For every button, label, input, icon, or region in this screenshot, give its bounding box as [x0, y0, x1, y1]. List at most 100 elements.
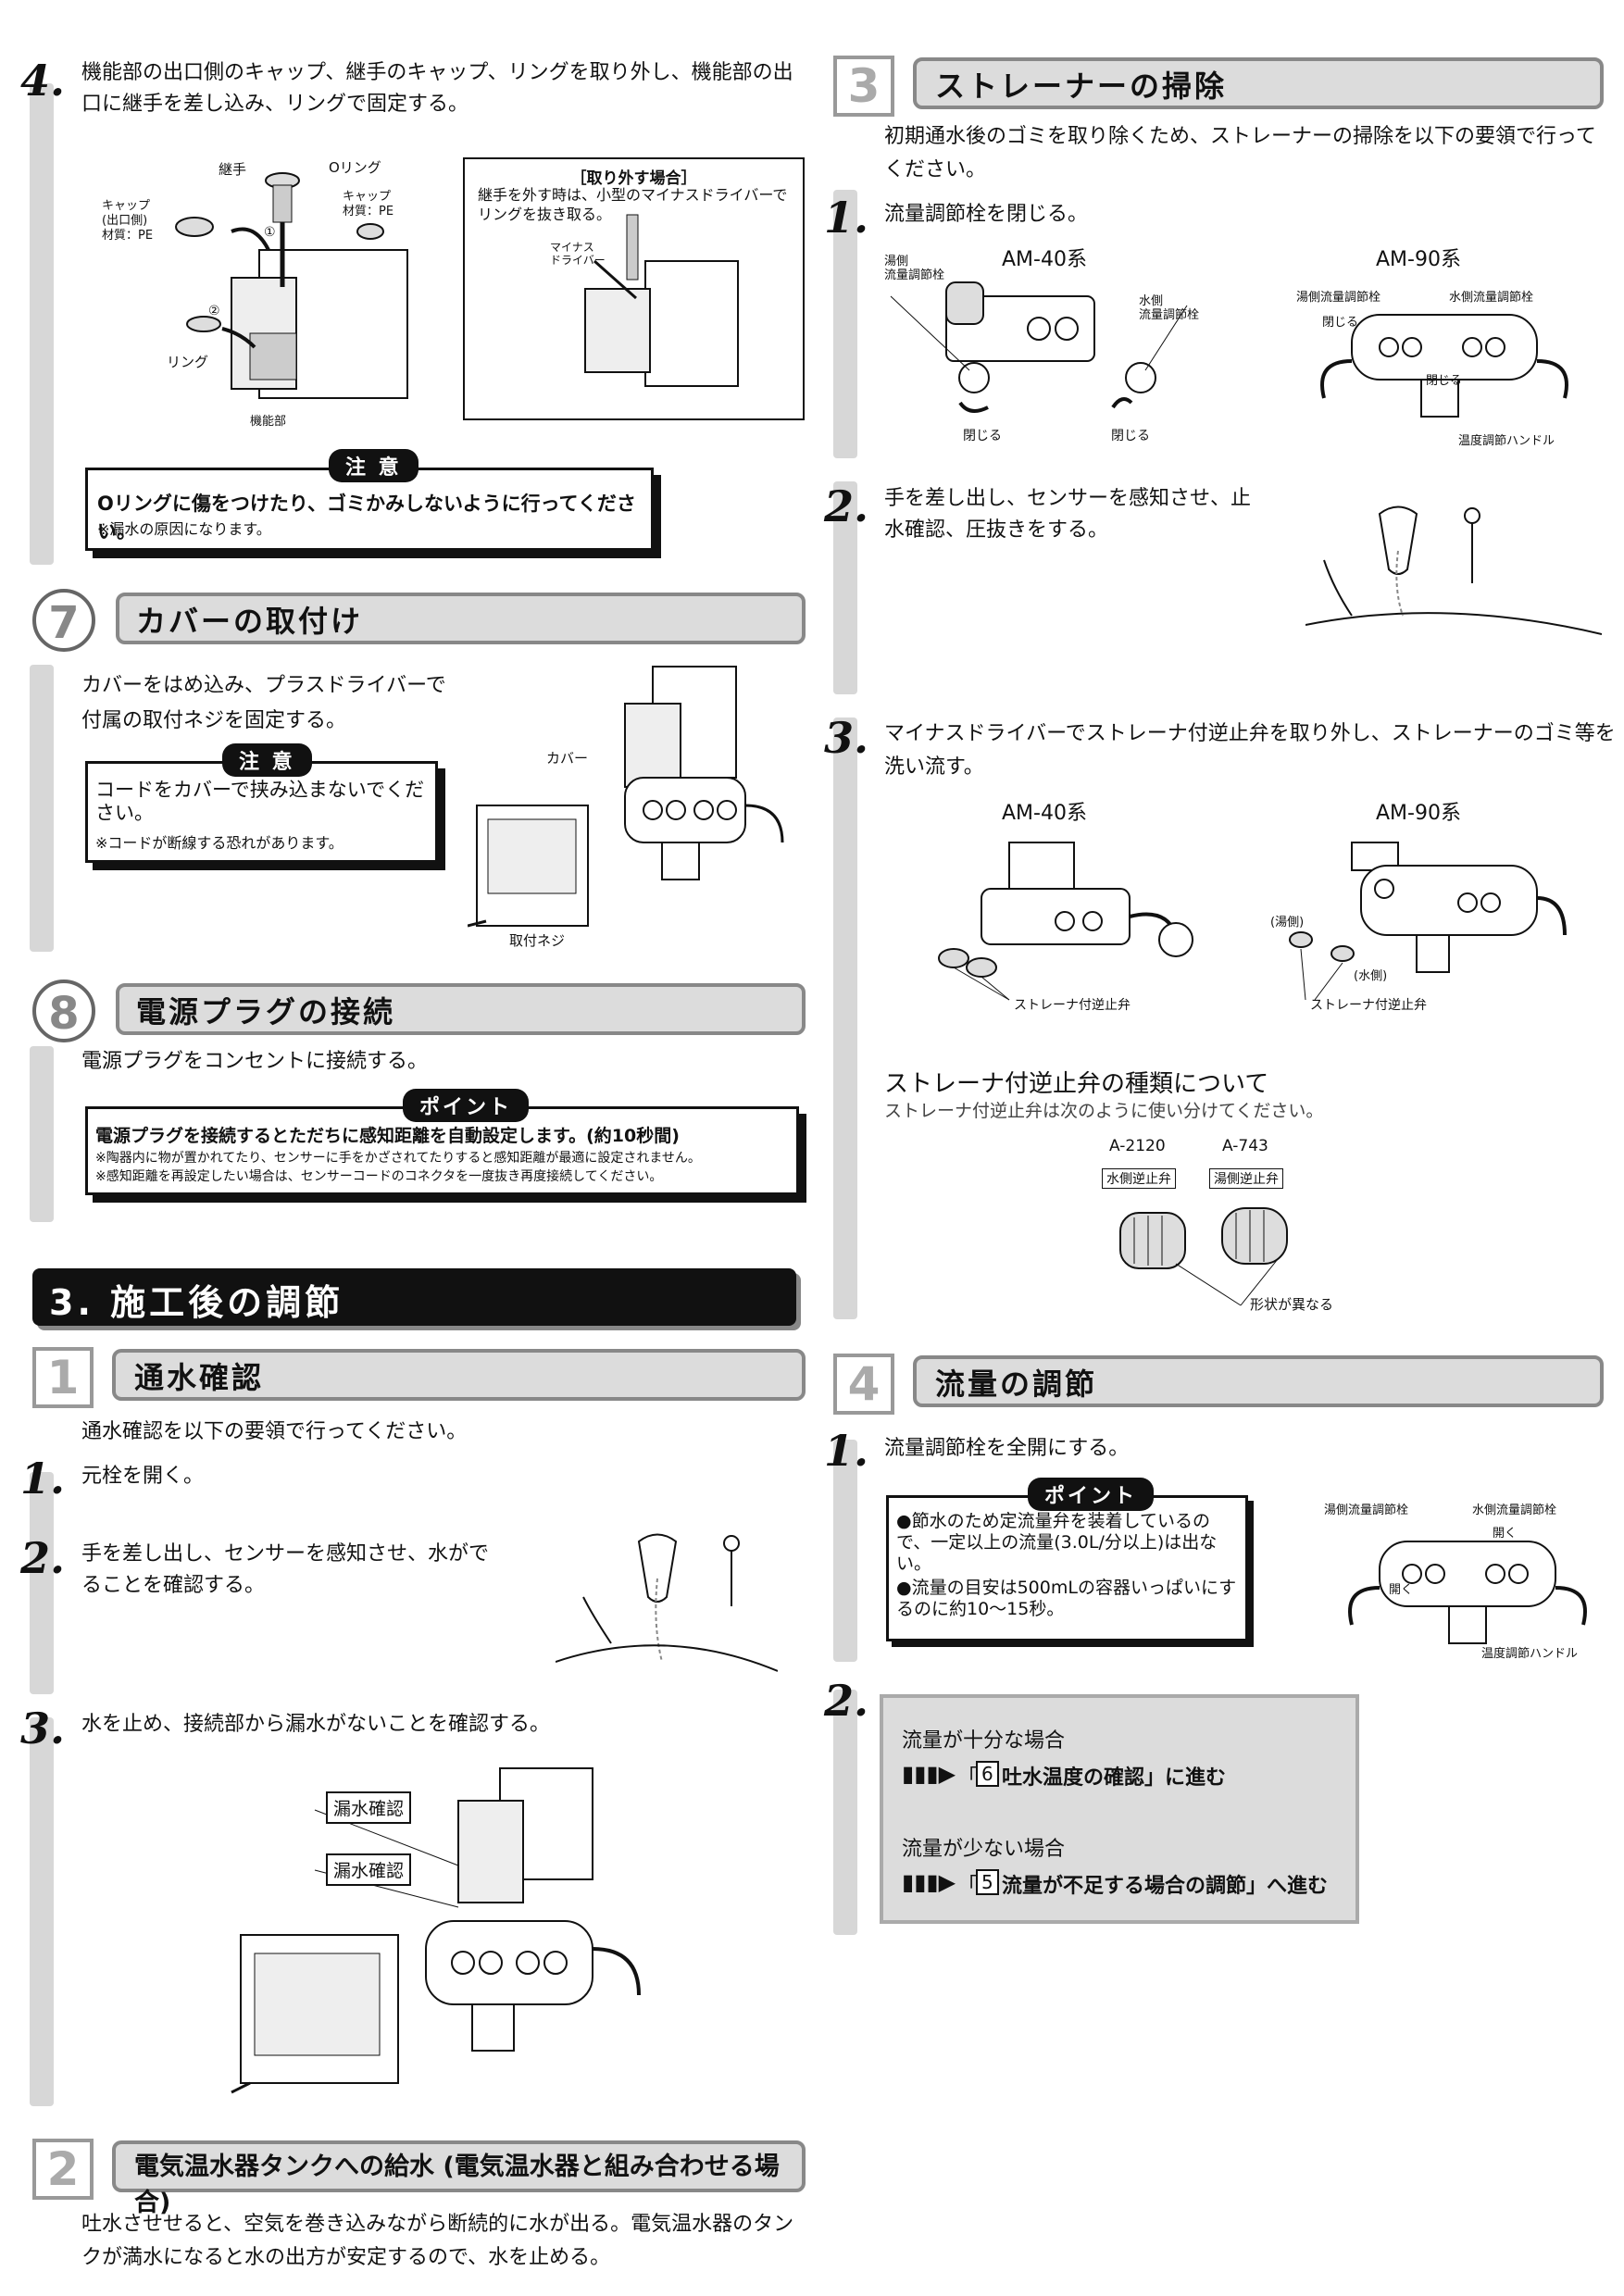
- fig-label-joint: 継手: [219, 161, 247, 178]
- model-am90b: AM-90系: [1376, 802, 1461, 825]
- section-title: カバーの取付け: [136, 604, 364, 639]
- fig-label-cap: キャップ 材質：PE: [343, 190, 394, 218]
- section-header-plug: 8 電源プラグの接続: [32, 980, 806, 1042]
- right-bar-s3c: [833, 718, 857, 1319]
- section-number-circle: 8: [32, 980, 95, 1042]
- step-number: 2.: [824, 1676, 869, 1726]
- caution-box-cord: コードをカバーで挟み込まないでください。 ※コードが断線する恐れがあります。: [85, 761, 438, 863]
- lbl-strainer-2: ストレーナ付逆止弁: [1310, 998, 1427, 1013]
- faucet-sensor-illustration: [1305, 505, 1602, 635]
- sec8-text: 電源プラグをコンセントに接続する。: [81, 1050, 429, 1073]
- subsection-header-bar: [112, 2140, 806, 2192]
- s1-intro: 通水確認を以下の要領で行ってください。: [81, 1420, 468, 1443]
- left-bar-sec7: [30, 665, 54, 952]
- left-bar-s1b: [30, 1717, 54, 2106]
- subsection-number: 1: [32, 1347, 94, 1408]
- leak-label-1: 漏水確認: [326, 1791, 412, 1824]
- flow-result-box: 流量が十分な場合 ▮▮▮▶ 「 6 吐水温度の確認」に進む 流量が少ない場合 ▮…: [880, 1694, 1359, 1924]
- model-a743: A-743: [1222, 1137, 1268, 1155]
- go-num-2: 5: [976, 1869, 999, 1895]
- go-text-2a: 「: [957, 1875, 979, 1898]
- fig-label-n1: ①: [264, 225, 276, 240]
- point-label: ポイント: [1028, 1478, 1155, 1511]
- types-title: ストレーナ付逆止弁の種類について: [884, 1070, 1269, 1098]
- strainer-valves-illustration: [1119, 1207, 1288, 1306]
- left-bar-step4: [30, 83, 54, 565]
- lbl-cold-90: 水側流量調節栓: [1449, 291, 1534, 305]
- subsection-header-bar: [913, 57, 1604, 109]
- step-number: 4.: [20, 56, 66, 106]
- subsection-title: ストレーナーの掃除: [935, 69, 1228, 104]
- s1-step3: 水を止め、接続部から漏水がないことを確認する。: [81, 1713, 551, 1736]
- section-number-circle: 7: [32, 589, 95, 652]
- subsection-header-strainer: 3 ストレーナーの掃除: [833, 56, 1604, 117]
- shape-diff: 形状が異なる: [1250, 1296, 1334, 1313]
- section-header-bar: [116, 593, 806, 644]
- lbl-cold-flow: 水側流量調節栓: [1472, 1504, 1557, 1517]
- go-arrow-2: ▮▮▮▶: [902, 1869, 956, 1895]
- step-number: 2.: [20, 1533, 66, 1583]
- point-text: 電源プラグを接続するとただちに感知距離を自動設定します。(約10秒間): [95, 1126, 680, 1146]
- lbl-hotside: (湯側): [1270, 916, 1305, 930]
- step-number: 1.: [20, 1454, 66, 1504]
- lbl-temp-flow: 温度調節ハンドル: [1481, 1647, 1579, 1661]
- lbl-temp-90: 温度調節ハンドル: [1458, 434, 1555, 448]
- point-label: ポイント: [403, 1089, 530, 1122]
- subsection-header-tank: 2 電気温水器タンクへの給水 (電気温水器と組み合わせる場合): [32, 2139, 806, 2217]
- lbl-hot-90: 湯側流量調節栓: [1296, 291, 1381, 305]
- lbl-hot-flow: 湯側流量調節栓: [1324, 1504, 1409, 1517]
- step-number: 1.: [824, 193, 869, 243]
- go-text-2b: 流量が不足する場合の調節」へ進む: [1002, 1875, 1329, 1898]
- section-header-bar: [116, 983, 806, 1035]
- faucet-sensor-illustration: [556, 1533, 778, 1672]
- remove-box: ［取り外す場合］ 継手を外す時は、小型のマイナスドライバーでリングを抜き取る。 …: [463, 157, 805, 420]
- go-text-1b: 吐水温度の確認」に進む: [1002, 1766, 1227, 1790]
- types-sub: ストレーナ付逆止弁は次のように使い分けてください。: [884, 1101, 1324, 1121]
- subsection-number: 2: [32, 2139, 94, 2200]
- point-item-1: ●節水のため定流量弁を装着しているので、一定以上の流量(3.0L/分以上)は出な…: [896, 1511, 1218, 1574]
- s3-step1: 流量調節栓を閉じる。: [884, 203, 1089, 226]
- cold-valve-tag: 水側逆止弁: [1102, 1168, 1176, 1189]
- right-bar-s3a: [833, 190, 857, 458]
- subsection-header-bar: [913, 1355, 1604, 1407]
- section-header-cover: 7 カバーの取付け: [32, 589, 806, 652]
- fig-label-cap-out: キャップ (出口側) 材質：PE: [102, 199, 154, 243]
- lbl-cold-40: 水側 流量調節栓: [1139, 294, 1200, 322]
- right-bar-s4b: [833, 1690, 857, 1935]
- fig-label-func: 機能部: [250, 415, 287, 429]
- left-bar-sec8: [30, 1046, 54, 1222]
- am90-valve-illustration: [1320, 314, 1568, 418]
- left-bar-s1a: [30, 1472, 54, 1694]
- caution-label: 注 意: [222, 743, 312, 777]
- leak-check-illustration: [231, 1767, 641, 2094]
- s3-intro: 初期通水後のゴミを取り除くため、ストレーナーの掃除を以下の要領で行ってください。: [884, 125, 1596, 181]
- caution-note: ※コードが断線する恐れがあります。: [95, 834, 344, 852]
- step-number: 1.: [824, 1426, 869, 1476]
- lbl-cover: カバー: [546, 750, 589, 767]
- subsection-title: 通水確認: [134, 1360, 265, 1395]
- section-title: 電源プラグの接続: [136, 994, 396, 1029]
- caution-note: ※漏水の原因になります。: [97, 520, 271, 538]
- chapter-title: 3. 施工後の調節: [49, 1282, 344, 1323]
- right-bar-s4a: [833, 1440, 857, 1662]
- remove-box-text: 継手を外す時は、小型のマイナスドライバーでリングを抜き取る。: [478, 186, 788, 223]
- lbl-open-2: 開く: [1493, 1527, 1518, 1541]
- leak-label-2: 漏水確認: [326, 1853, 412, 1886]
- cover-illustration: [468, 666, 784, 928]
- s2-text: 吐水させせると、空気を巻き込みながら断続的に水が出る。電気温水器のタンクが満水に…: [81, 2213, 794, 2269]
- point-box-flow: ●節水のため定流量弁を装着しているので、一定以上の流量(3.0L/分以上)は出な…: [886, 1495, 1248, 1641]
- lbl-close-2: 閉じる: [1111, 429, 1150, 443]
- fig-label-n2: ②: [208, 304, 220, 318]
- caution-text: コードをカバーで挟み込まないでください。: [95, 779, 425, 824]
- case-low: 流量が少ない場合: [902, 1838, 1066, 1861]
- go-text-1a: 「: [957, 1766, 979, 1790]
- lbl-close-1: 閉じる: [963, 429, 1002, 443]
- point-item-2: ●流量の目安は500mLの容器いっぱいにするのに約10〜15秒。: [896, 1578, 1237, 1619]
- subsection-header-water: 1 通水確認: [32, 1347, 806, 1408]
- subsection-title: 電気温水器タンクへの給水 (電気温水器と組み合わせる場合): [134, 2152, 780, 2217]
- hot-valve-tag: 湯側逆止弁: [1209, 1168, 1283, 1189]
- go-arrow-1: ▮▮▮▶: [902, 1761, 956, 1787]
- step-number: 3.: [824, 713, 869, 763]
- fig-label-ring: リング: [167, 354, 209, 370]
- s3-step3: マイナスドライバーでストレーナ付逆止弁を取り外し、ストレーナーのゴミ等を洗い流す…: [884, 722, 1616, 779]
